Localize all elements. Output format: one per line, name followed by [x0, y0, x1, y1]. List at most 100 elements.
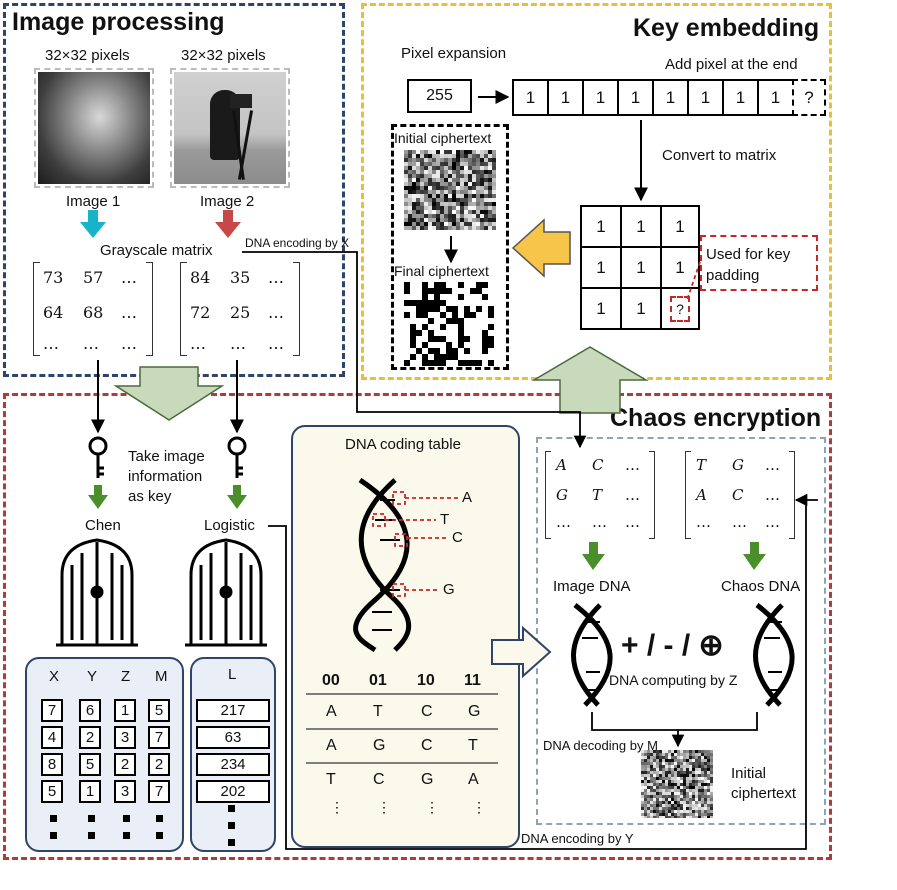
m2-r3c2: …: [230, 334, 246, 353]
image2-frame: [170, 68, 290, 188]
xyzm-cell: 2: [114, 753, 136, 776]
grid-cell: 1: [580, 205, 622, 248]
helix-label-t: T: [440, 511, 450, 528]
l-cell: 63: [196, 726, 270, 749]
chaos-initial-ciphertext-label: Initial ciphertext: [731, 765, 797, 802]
ch-r3c2: …: [732, 513, 747, 531]
bit-cell: 1: [757, 79, 794, 116]
m1-r3c1: …: [43, 334, 59, 353]
m2-r1c3: …: [268, 268, 284, 287]
m1-r1c1: 73: [43, 268, 64, 287]
helix-label-g: G: [443, 581, 455, 598]
bit-row: 1 1 1 1 1 1 1 1 ?: [512, 79, 826, 116]
bit-cell: 1: [547, 79, 584, 116]
table-cell: A: [326, 703, 337, 720]
dna-encoding-y-label: DNA encoding by Y: [521, 831, 634, 846]
chaos-dna-label: Chaos DNA: [721, 578, 801, 595]
dna-coding-table-title: DNA coding table: [345, 436, 461, 453]
final-ciphertext-label: Final ciphertext: [394, 263, 489, 279]
table-cell: A: [326, 737, 337, 754]
ch-r1c1: T: [696, 456, 707, 474]
m1-r2c3: …: [121, 303, 137, 322]
grayscale-matrix-1: 73 57 … 64 68 … … … …: [33, 262, 153, 358]
xyzm-cell: 5: [148, 699, 170, 722]
initial-ciphertext-image: [404, 150, 496, 230]
table-cell: C: [421, 737, 433, 754]
padding-grid-cell: ?: [660, 287, 700, 330]
z-header: Z: [121, 668, 131, 685]
m2-r1c2: 35: [230, 268, 251, 287]
table-cell: A: [468, 771, 479, 788]
helix-label-a: A: [462, 489, 473, 506]
table-cell: T: [373, 703, 383, 720]
table-cell: G: [468, 703, 481, 720]
grid-cell: 1: [660, 246, 700, 289]
xyzm-cell: 2: [79, 726, 101, 749]
m2-r2c3: …: [268, 303, 284, 322]
image2-label: Image 2: [200, 193, 255, 210]
grid-cell: 1: [620, 246, 662, 289]
image-dna-matrix: A C … G T … … … …: [545, 451, 655, 541]
key-matrix-grid: 1 1 1 1 1 1 1 1 ?: [580, 205, 700, 330]
img-r3c2: …: [592, 513, 607, 531]
cameraman-image: [174, 72, 286, 184]
m2-r2c2: 25: [230, 303, 251, 322]
xyzm-cell: 3: [114, 726, 136, 749]
chaos-initial-ciphertext-image: [641, 750, 713, 819]
grid-cell: 1: [620, 287, 662, 330]
grid-cell: 1: [620, 205, 662, 248]
ch-r2c1: A: [696, 486, 707, 504]
image1-label: Image 1: [66, 193, 121, 210]
bit-cell: 1: [617, 79, 654, 116]
xyzm-cell: 7: [41, 699, 63, 722]
bit-cell: 1: [722, 79, 759, 116]
bit-cell: 1: [582, 79, 619, 116]
image-dna-label: Image DNA: [553, 578, 631, 595]
m1-r1c3: …: [121, 268, 137, 287]
ch-r3c3: …: [765, 513, 780, 531]
grayscale-matrix-label: Grayscale matrix: [100, 242, 213, 259]
xyzm-cell: 5: [41, 780, 63, 803]
table-cell: G: [373, 737, 386, 754]
dna-computing-z-label: DNA computing by Z: [609, 672, 738, 688]
lena-image: [38, 72, 150, 184]
img-r1c1: A: [556, 456, 567, 474]
final-ciphertext-image: [404, 282, 494, 366]
pixel-value-box: 255: [407, 79, 472, 113]
image-processing-title: Image processing: [12, 8, 225, 36]
img-r2c1: G: [556, 486, 568, 504]
image1-size-label: 32×32 pixels: [45, 47, 130, 64]
bit-cell: 1: [687, 79, 724, 116]
xyzm-cell: 7: [148, 726, 170, 749]
pixel-expansion-label: Pixel expansion: [401, 45, 507, 62]
image2-size-label: 32×32 pixels: [181, 47, 266, 64]
helix-label-c: C: [452, 529, 463, 546]
key-padding-label: Used for key padding: [706, 246, 791, 284]
img-r1c3: …: [625, 456, 640, 474]
ch-r2c3: …: [765, 486, 780, 504]
image1-frame: [34, 68, 154, 188]
grid-cell: 1: [580, 287, 622, 330]
ch-r1c3: …: [765, 456, 780, 474]
padding-grid-value: ?: [670, 295, 690, 322]
xyzm-cell: 4: [41, 726, 63, 749]
x-header: X: [49, 668, 60, 685]
table-cell: C: [373, 771, 385, 788]
key-embedding-title: Key embedding: [633, 14, 820, 42]
img-r1c2: C: [592, 456, 604, 474]
add-pixel-label: Add pixel at the end: [665, 56, 798, 73]
chaos-encryption-title: Chaos encryption: [610, 404, 822, 432]
ch-r3c1: …: [696, 513, 711, 531]
key-padding-callout: [700, 235, 818, 291]
m2-r1c1: 84: [190, 268, 211, 287]
m1-r2c2: 68: [83, 303, 104, 322]
xyzm-cell: 3: [114, 780, 136, 803]
bit-cell: 1: [652, 79, 689, 116]
m2-r2c1: 72: [190, 303, 211, 322]
xyzm-cell: 7: [148, 780, 170, 803]
initial-ciphertext-top-label: Initial ciphertext: [394, 130, 492, 146]
table-cell: G: [421, 771, 434, 788]
m1-r3c2: …: [83, 334, 99, 353]
m1-r3c3: …: [121, 334, 137, 353]
l-cell: 217: [196, 699, 270, 722]
